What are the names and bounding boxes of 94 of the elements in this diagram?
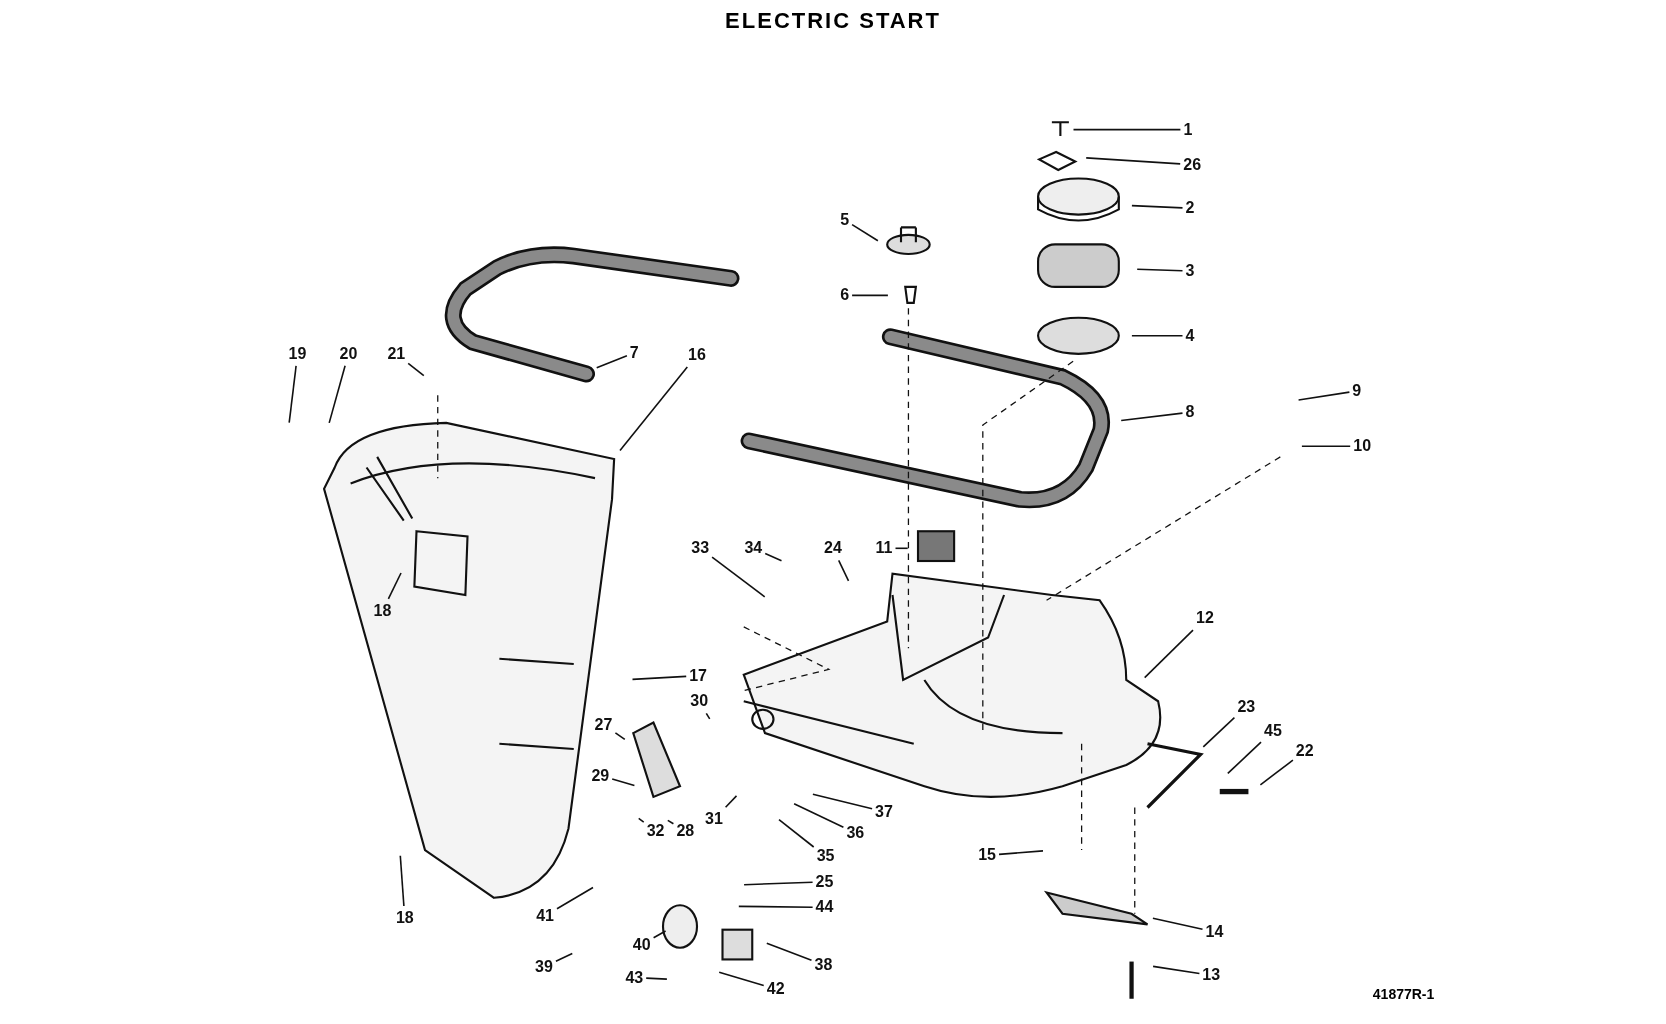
callout-number: 41 bbox=[536, 905, 554, 926]
callout-number: 7 bbox=[629, 342, 639, 363]
leader-line bbox=[637, 817, 645, 823]
leader-line bbox=[764, 552, 783, 562]
callout-number: 21 bbox=[387, 343, 406, 364]
callout-number: 28 bbox=[676, 820, 695, 841]
leader-line bbox=[724, 795, 738, 808]
leader-line bbox=[705, 712, 711, 720]
leader-line bbox=[328, 365, 346, 424]
leader-line bbox=[1136, 268, 1184, 272]
leader-line bbox=[743, 881, 814, 886]
callout-number: 9 bbox=[1352, 381, 1362, 401]
leader-line bbox=[738, 905, 814, 908]
leader-line bbox=[387, 572, 402, 600]
callout-number: 6 bbox=[840, 285, 850, 306]
callout-number: 27 bbox=[594, 714, 613, 735]
callout-number: 20 bbox=[339, 343, 358, 364]
leader-line bbox=[766, 942, 813, 961]
callout-number: 36 bbox=[846, 823, 865, 843]
leader-line bbox=[711, 556, 766, 598]
callout-number: 16 bbox=[688, 344, 706, 365]
leader-line bbox=[555, 952, 574, 963]
leader-line bbox=[407, 362, 425, 377]
leader-line bbox=[812, 793, 873, 810]
callout-number: 37 bbox=[875, 801, 893, 822]
callout-number: 17 bbox=[689, 665, 707, 686]
leader-line bbox=[1131, 335, 1184, 337]
callout-number: 39 bbox=[535, 956, 553, 977]
leader-line bbox=[614, 732, 626, 741]
leader-line bbox=[1202, 716, 1236, 748]
diagram-title: ELECTRIC START bbox=[724, 8, 942, 34]
callout-number: 42 bbox=[766, 979, 785, 1000]
leader-line bbox=[1131, 204, 1184, 209]
callout-number: 35 bbox=[816, 846, 835, 867]
leader-line bbox=[652, 930, 667, 939]
callout-number: 10 bbox=[1353, 436, 1371, 457]
leader-line bbox=[1085, 157, 1181, 165]
callout-number: 25 bbox=[815, 871, 834, 892]
callout-number: 33 bbox=[691, 538, 710, 559]
callout-number: 22 bbox=[1295, 741, 1314, 762]
leader-line bbox=[1297, 391, 1351, 401]
callout-number: 2 bbox=[1185, 198, 1195, 219]
leader-line bbox=[1120, 412, 1184, 422]
leader-line bbox=[778, 818, 815, 848]
leader-line bbox=[288, 365, 297, 424]
callout-number: 31 bbox=[705, 809, 723, 830]
leader-line bbox=[851, 223, 879, 242]
callout-number: 24 bbox=[824, 538, 842, 559]
leader-line bbox=[611, 778, 636, 787]
leader-line bbox=[793, 802, 845, 829]
callout-number: 8 bbox=[1185, 402, 1195, 423]
leader-line bbox=[1072, 128, 1182, 131]
leader-line bbox=[399, 854, 405, 907]
leader-line bbox=[556, 886, 594, 910]
callout-number: 34 bbox=[744, 538, 763, 559]
leader-line bbox=[1227, 741, 1262, 775]
callout-number: 26 bbox=[1183, 154, 1201, 175]
callout-number: 18 bbox=[395, 908, 414, 928]
callout-number: 30 bbox=[690, 691, 708, 712]
leader-line bbox=[631, 675, 687, 681]
leader-line bbox=[998, 850, 1044, 856]
callout-number: 43 bbox=[625, 967, 644, 988]
leader-line bbox=[667, 819, 675, 825]
callout-number: 23 bbox=[1237, 696, 1256, 717]
leader-line bbox=[619, 366, 689, 452]
callout-number: 40 bbox=[632, 934, 651, 955]
leader-line bbox=[718, 971, 765, 987]
drawing-number: 41877R-1 bbox=[1372, 985, 1435, 1002]
callout-number: 3 bbox=[1185, 260, 1195, 281]
leader-line bbox=[645, 977, 668, 980]
leader-line bbox=[1259, 759, 1294, 786]
callout-number: 12 bbox=[1196, 608, 1214, 629]
leader-line bbox=[1301, 445, 1351, 448]
callout-number: 38 bbox=[814, 954, 833, 975]
callout-number: 13 bbox=[1202, 965, 1221, 986]
leader-line bbox=[837, 559, 850, 582]
leader-line bbox=[1152, 965, 1201, 975]
callout-number: 45 bbox=[1264, 721, 1282, 741]
callout-number: 29 bbox=[591, 765, 610, 786]
leader-line bbox=[1143, 629, 1194, 679]
callout-number: 5 bbox=[840, 209, 850, 230]
callout-number: 15 bbox=[978, 845, 996, 866]
callout-number: 19 bbox=[288, 343, 307, 364]
leader-line bbox=[851, 294, 889, 297]
callout-number: 11 bbox=[875, 538, 893, 559]
leader-line bbox=[1152, 917, 1204, 930]
callout-number: 1 bbox=[1183, 119, 1193, 140]
callout-number: 18 bbox=[373, 600, 392, 621]
callout-number: 14 bbox=[1205, 921, 1224, 942]
callout-number: 32 bbox=[646, 820, 665, 841]
callout-number: 44 bbox=[815, 897, 834, 918]
leader-line bbox=[595, 354, 628, 369]
leader-line bbox=[894, 547, 909, 550]
callout-number: 4 bbox=[1185, 325, 1195, 346]
